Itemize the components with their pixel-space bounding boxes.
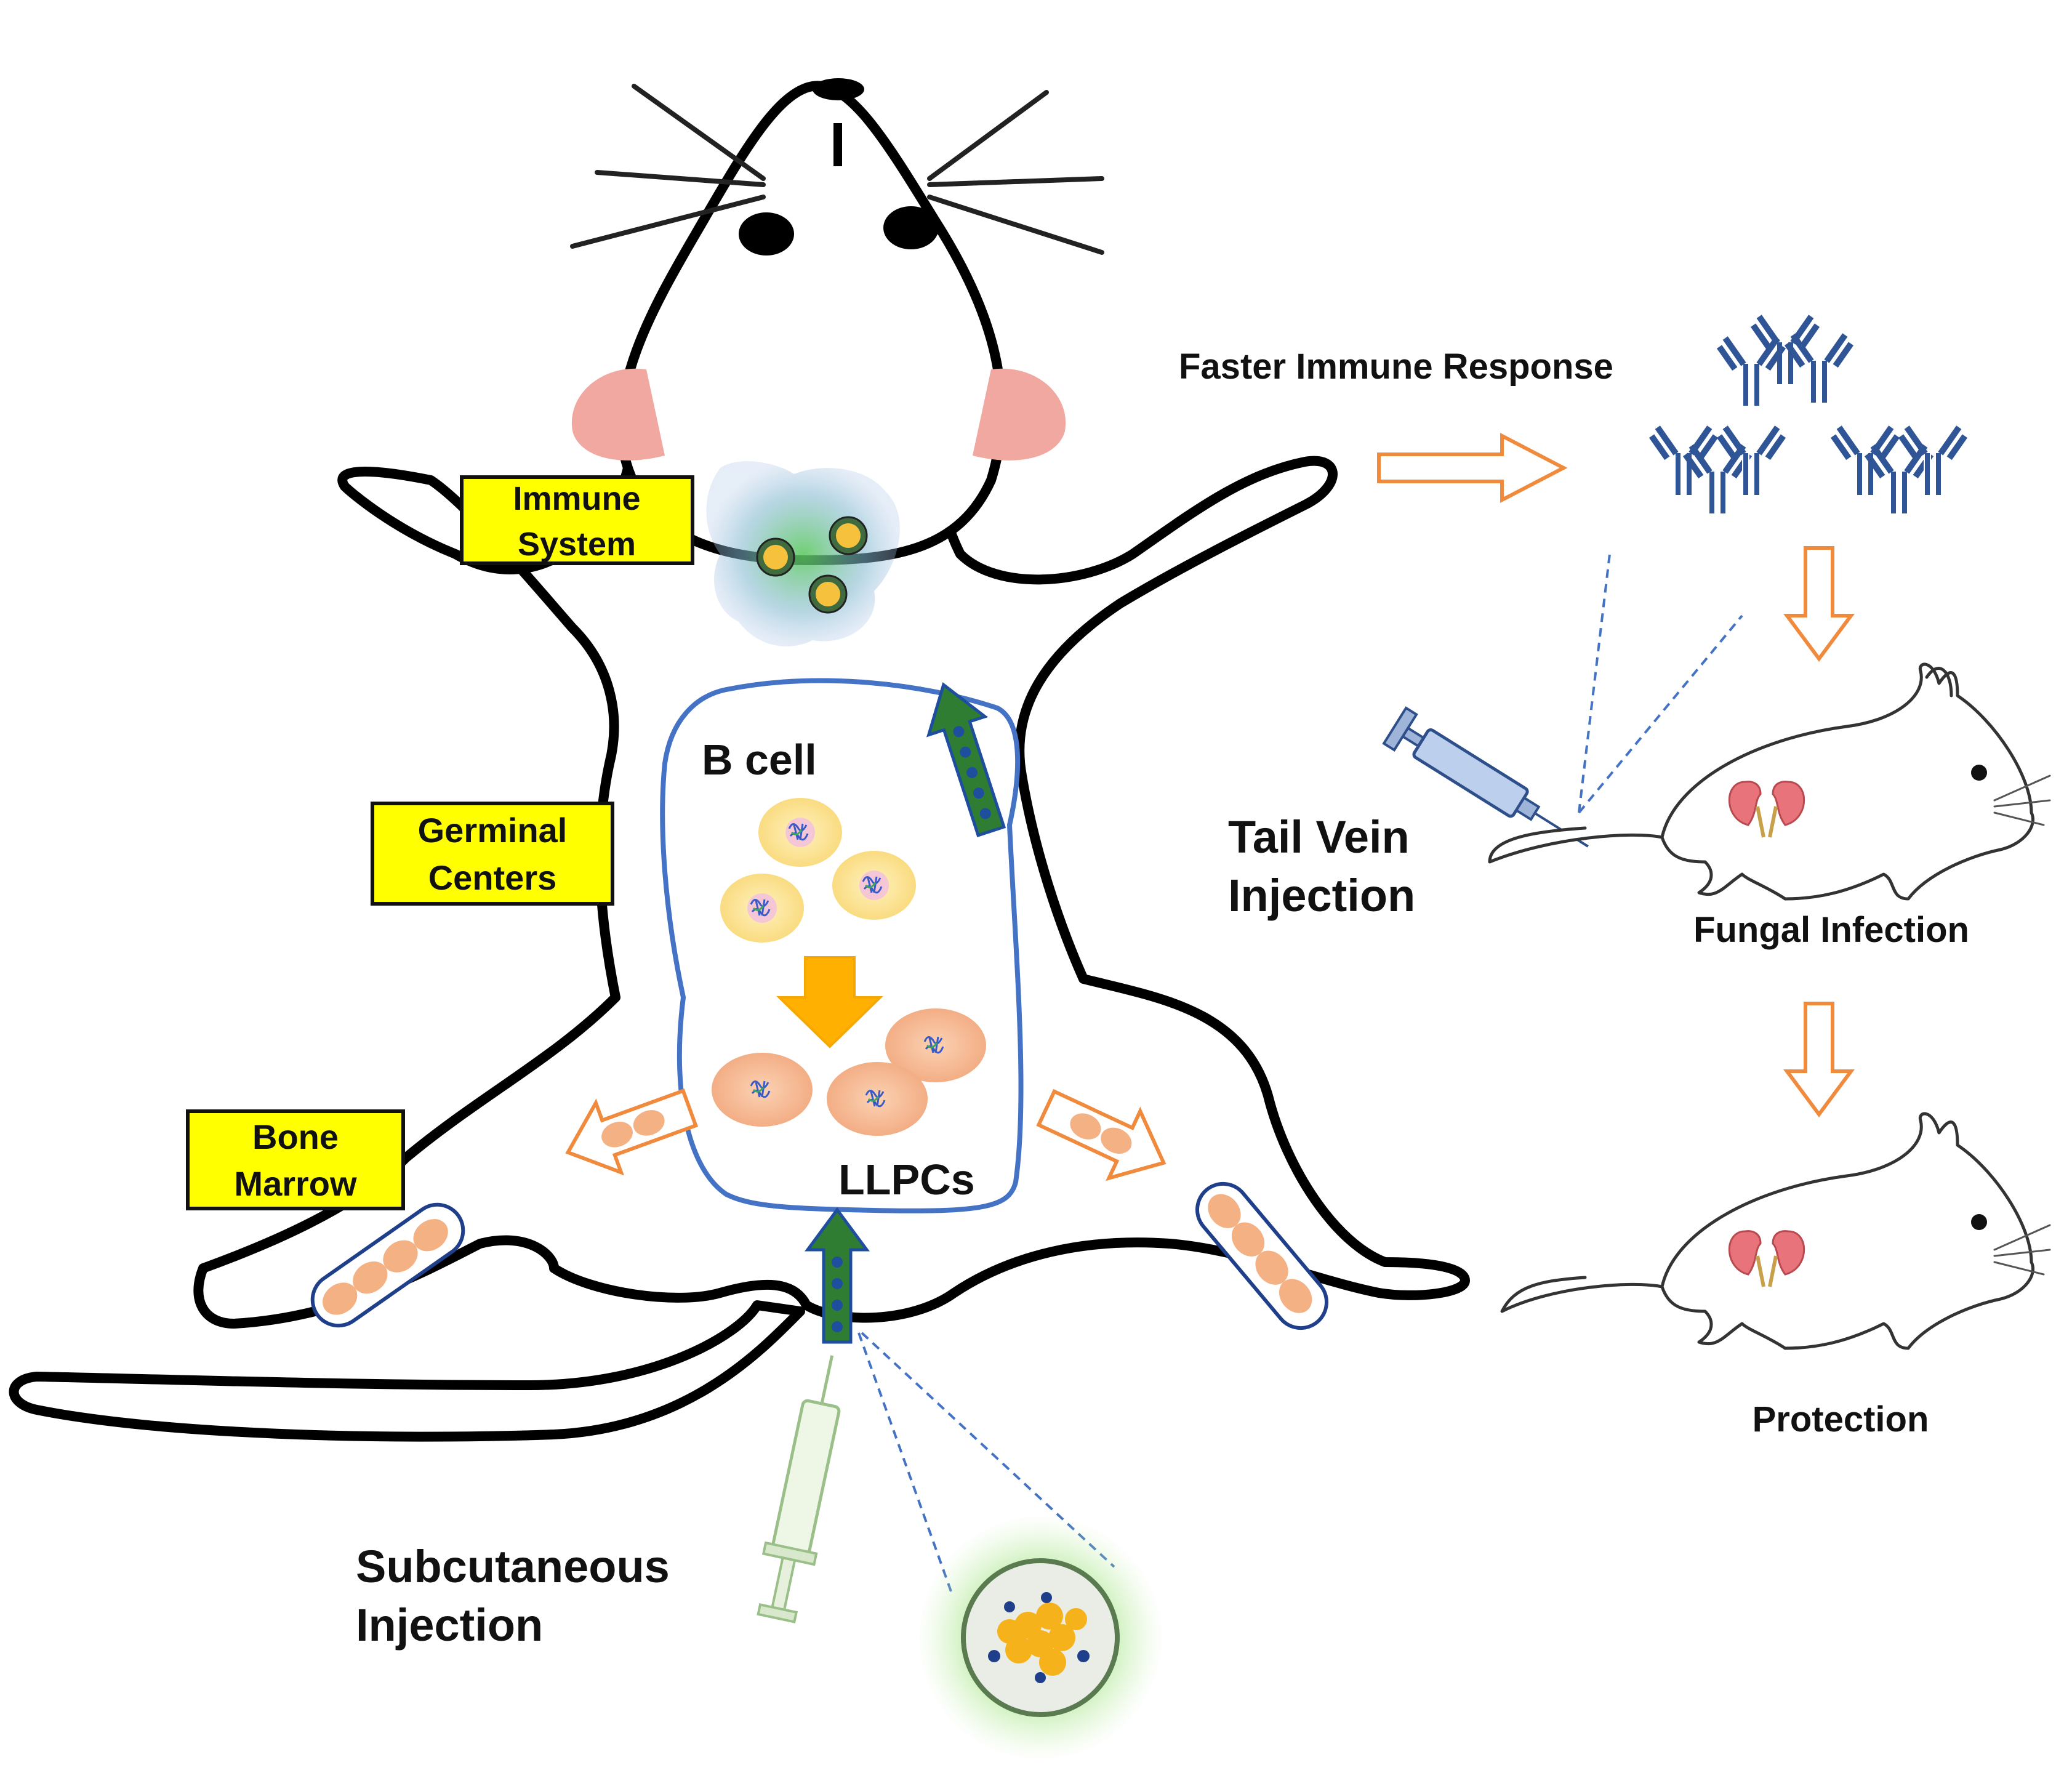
faster-immune-response-label: Faster Immune Response — [1179, 347, 1613, 387]
kidney-icon — [1728, 781, 1805, 838]
subcutaneous-line1: Subcutaneous — [356, 1541, 670, 1592]
zoom-line — [857, 1332, 952, 1592]
fungal-infection-label: Fungal Infection — [1693, 910, 1969, 950]
nanoparticle-cell — [756, 537, 795, 577]
right-ear — [973, 368, 1066, 461]
whiskers — [570, 84, 1104, 255]
tail-vein-line2: Injection — [1228, 870, 1415, 921]
b-cell — [758, 798, 842, 867]
b-cell-label: B cell — [702, 736, 817, 784]
mouse-tail — [9, 1300, 805, 1442]
nanoparticle-cell — [829, 516, 868, 555]
kidney-icon — [1728, 1230, 1805, 1287]
germinal-centers-line1: Germinal — [418, 811, 568, 850]
protected-mouse — [1500, 1112, 2051, 1350]
llpc-cell — [885, 1008, 986, 1082]
tail-vein-syringe-icon — [1382, 706, 1589, 848]
immune-system-label: Immune System — [460, 475, 694, 565]
protection-label: Protection — [1753, 1399, 1929, 1439]
bone-marrow-line1: Bone — [252, 1117, 339, 1156]
left-ear — [571, 368, 665, 461]
nanoparticle-zoom — [917, 1514, 1163, 1761]
b-cell — [832, 851, 916, 920]
bone-marrow-right — [1195, 1181, 1328, 1330]
subcutaneous-line2: Injection — [356, 1599, 543, 1651]
zoom-line — [1578, 614, 1743, 814]
bone-marrow-left — [310, 1202, 465, 1328]
tail-vein-line1: Tail Vein — [1228, 811, 1410, 863]
mouse-mouth-mark — [833, 123, 842, 166]
down-arrow-to-protection — [1783, 1002, 1855, 1118]
injection-arrow-up — [805, 1207, 870, 1344]
differentiation-arrow — [776, 956, 883, 1048]
llpc-cells — [712, 1008, 986, 1136]
immune-system-line1: Immune — [513, 480, 640, 517]
immune-organ — [706, 461, 900, 646]
migration-arrow-up — [926, 682, 1006, 837]
response-arrow-right — [1377, 433, 1568, 503]
bone-marrow-label: Bone Marrow — [186, 1109, 405, 1210]
bone-marrow-line2: Marrow — [234, 1164, 357, 1203]
germinal-centers-label: Germinal Centers — [371, 802, 614, 906]
left-eye — [739, 212, 794, 255]
immune-system-line2: System — [518, 526, 636, 563]
b-cell — [720, 874, 804, 943]
infected-mouse — [1488, 662, 2051, 901]
mouse-nose — [813, 78, 864, 100]
llpc-cell — [827, 1062, 928, 1136]
llpc-migration-arrow-right — [1036, 1088, 1167, 1181]
syringe-icon — [757, 1355, 841, 1623]
llpc-migration-arrow-left — [565, 1088, 699, 1176]
nanoparticle-cell — [808, 574, 848, 614]
llpc-cell — [712, 1053, 813, 1127]
germinal-centers-line2: Centers — [428, 858, 557, 897]
right-eye — [883, 206, 939, 249]
down-arrow-to-infection — [1783, 546, 1855, 662]
antibodies — [1648, 314, 1969, 515]
llpcs-label: LLPCs — [838, 1156, 975, 1204]
b-cells — [720, 798, 916, 943]
zoom-line — [1578, 553, 1611, 813]
